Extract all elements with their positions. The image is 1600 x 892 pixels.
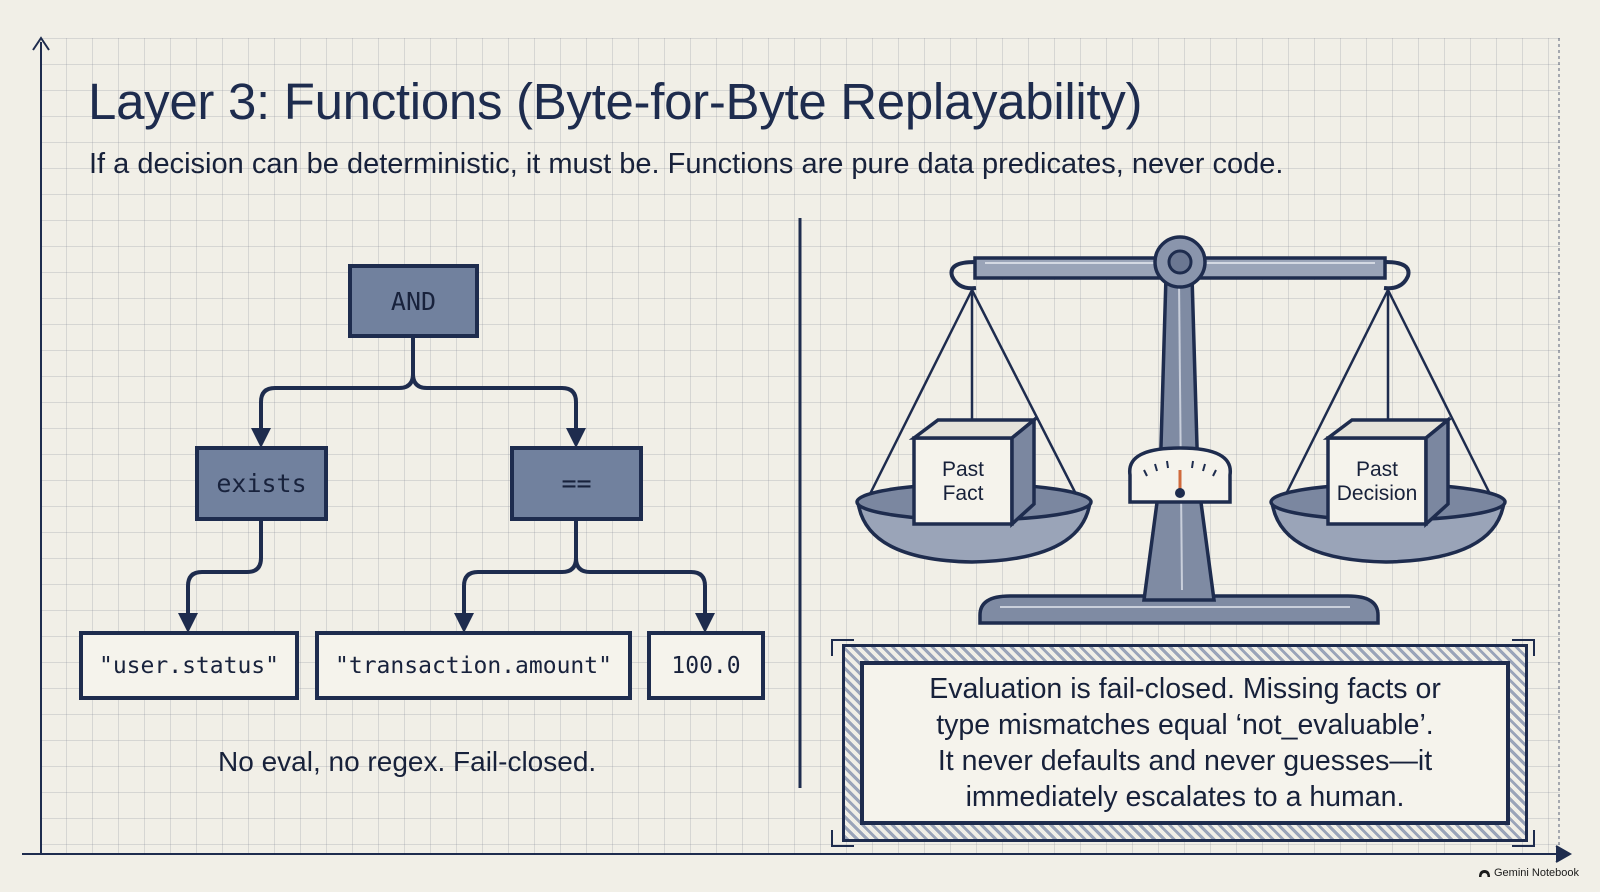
- slide-title: Layer 3: Functions (Byte-for-Byte Replay…: [88, 73, 1143, 130]
- branding-label: Gemini Notebook: [1494, 867, 1579, 879]
- note-line-3: It never defaults and never guesses—it: [937, 745, 1433, 777]
- tree-connectors: [178, 336, 715, 633]
- note-line-2: type mismatches equal ‘not_evaluable’.: [936, 709, 1434, 741]
- exists-node: exists: [195, 446, 328, 521]
- past-fact-label: Past Fact: [914, 458, 1012, 506]
- branding: Gemini Notebook: [1478, 867, 1579, 879]
- value-leaf: 100.0: [647, 631, 765, 700]
- note-corner-brackets: [831, 639, 1535, 847]
- transaction-amount-leaf: "transaction.amount": [315, 631, 632, 700]
- past-fact-line-2: Fact: [942, 482, 984, 505]
- note-text: Evaluation is fail-closed. Missing facts…: [929, 671, 1441, 815]
- past-decision-label: Past Decision: [1328, 458, 1426, 506]
- slide-subtitle: If a decision can be deterministic, it m…: [89, 148, 1284, 180]
- frame-axes: [22, 36, 1573, 863]
- balance-scale: [855, 235, 1507, 625]
- past-decision-line-1: Past: [1355, 458, 1399, 481]
- past-decision-line-2: Decision: [1336, 482, 1418, 505]
- equals-node: ==: [510, 446, 643, 521]
- note-line-1: Evaluation is fail-closed. Missing facts…: [929, 673, 1441, 705]
- past-fact-line-1: Past: [941, 458, 985, 481]
- fail-closed-note: Evaluation is fail-closed. Missing facts…: [860, 661, 1510, 825]
- notebook-icon: [1479, 870, 1490, 877]
- and-node: AND: [348, 264, 479, 338]
- tree-caption: No eval, no regex. Fail-closed.: [218, 746, 597, 777]
- note-line-4: immediately escalates to a human.: [965, 781, 1405, 813]
- user-status-leaf: "user.status": [79, 631, 299, 700]
